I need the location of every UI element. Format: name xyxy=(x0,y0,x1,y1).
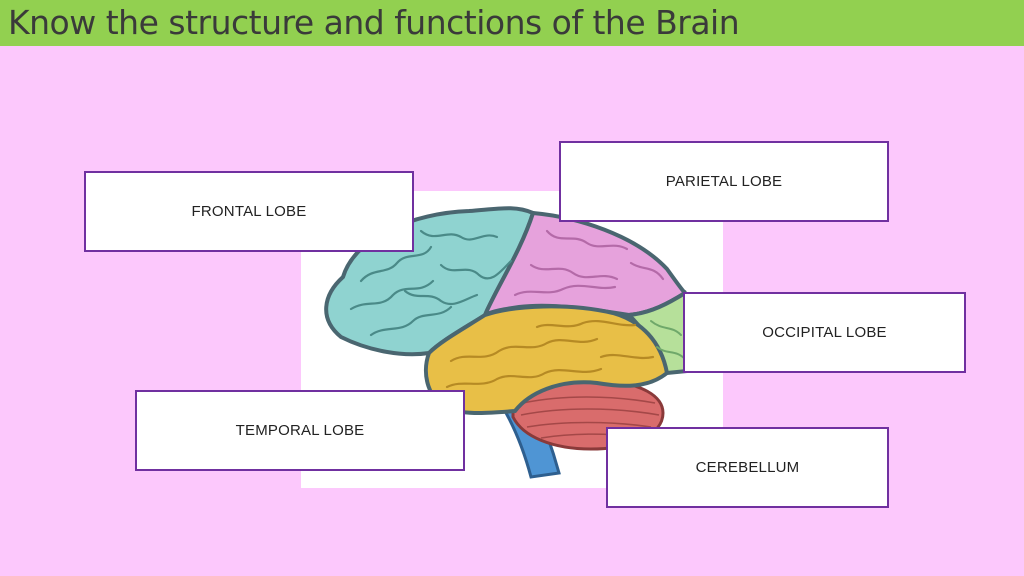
temporal-lobe-label: TEMPORAL LOBE xyxy=(235,422,365,439)
cerebellum-label-box[interactable]: CEREBELLUM xyxy=(606,427,889,508)
brain-illustration xyxy=(324,206,695,479)
frontal-lobe-label: FRONTAL LOBE xyxy=(191,203,307,220)
title-bar: Know the structure and functions of the … xyxy=(0,0,1024,46)
parietal-lobe-label: PARIETAL LOBE xyxy=(665,173,783,190)
parietal-lobe-label-box[interactable]: PARIETAL LOBE xyxy=(559,141,889,222)
temporal-lobe-label-box[interactable]: TEMPORAL LOBE xyxy=(135,390,465,471)
frontal-lobe-label-box[interactable]: FRONTAL LOBE xyxy=(84,171,414,252)
occipital-lobe-label: OCCIPITAL LOBE xyxy=(762,324,887,341)
cerebellum-label: CEREBELLUM xyxy=(695,459,800,476)
occipital-lobe-label-box[interactable]: OCCIPITAL LOBE xyxy=(683,292,966,373)
slide-title: Know the structure and functions of the … xyxy=(8,3,740,42)
